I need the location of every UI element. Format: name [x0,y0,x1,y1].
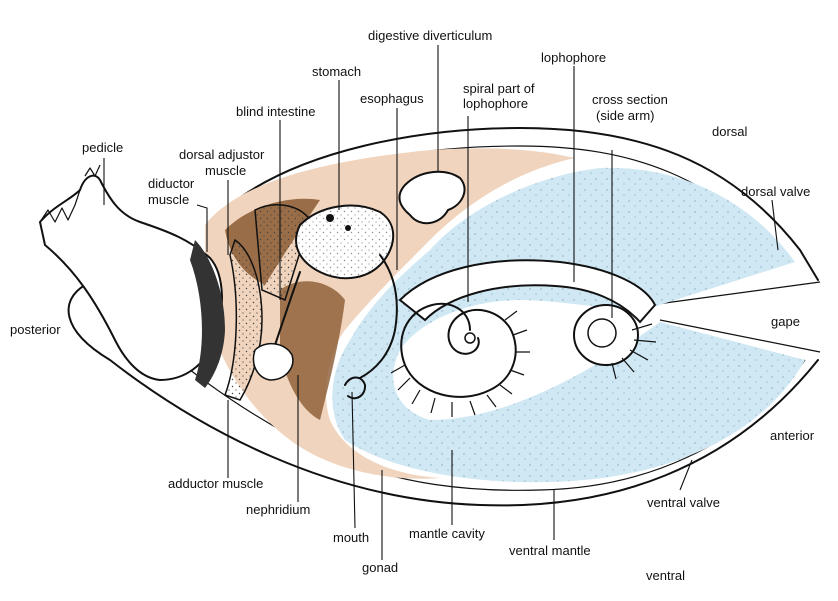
label-stomach: stomach [312,64,361,79]
cross-section-side-arm [574,305,638,365]
label-digestive-diverticulum: digestive diverticulum [368,28,492,43]
label-ventral: ventral [646,568,685,583]
label-mouth: mouth [333,530,369,545]
label-adductor-muscle: adductor muscle [168,476,263,491]
label-diductor-line1: diductor [148,176,195,191]
label-dorsal-valve: dorsal valve [741,184,810,199]
label-ventral-valve: ventral valve [647,495,720,510]
label-esophagus: esophagus [360,91,424,106]
spiral-center [465,333,475,343]
stomach-duct-2 [345,225,351,231]
label-posterior: posterior [10,322,61,337]
leader-ventral-valve [680,460,692,490]
pedicle-stalk [40,176,222,380]
label-gape: gape [771,314,800,329]
label-spiral-line2: lophophore [463,96,528,111]
label-cross-line2: (side arm) [596,108,655,123]
label-pedicle: pedicle [82,140,123,155]
label-mantle-cavity: mantle cavity [409,526,485,541]
stomach-duct [326,214,334,222]
label-dorsal: dorsal [712,124,748,139]
label-blind-intestine: blind intestine [236,104,316,119]
label-nephridium: nephridium [246,502,310,517]
label-cross-line1: cross section [592,92,668,107]
label-diductor-line2: muscle [148,192,189,207]
label-gonad: gonad [362,560,398,575]
label-dorsal-adjustor-line2: muscle [205,163,246,178]
nephridium-shape [253,344,292,380]
label-ventral-mantle: ventral mantle [509,543,591,558]
label-dorsal-adjustor-line1: dorsal adjustor [179,147,265,162]
label-spiral-line1: spiral part of [463,81,535,96]
label-anterior: anterior [770,428,815,443]
label-lophophore: lophophore [541,50,606,65]
